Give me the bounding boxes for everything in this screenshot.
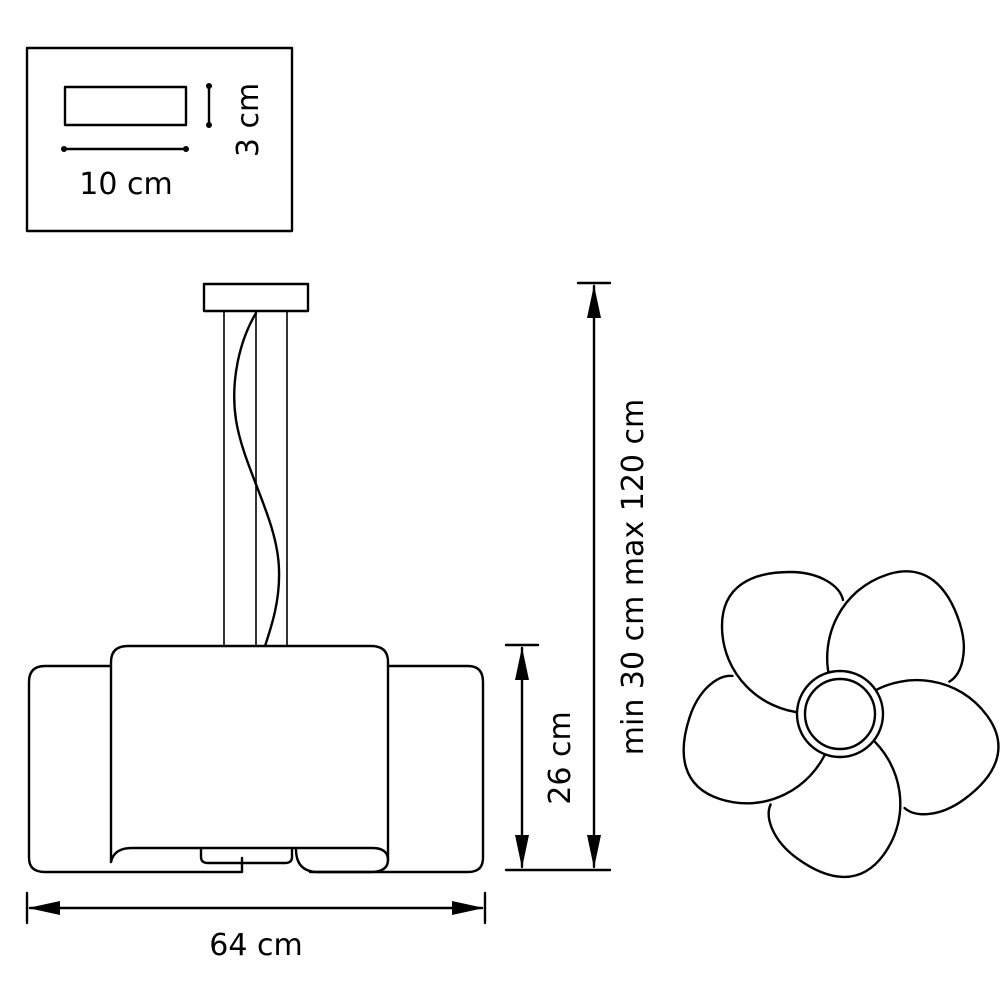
inset-height-label: 3 cm <box>231 83 266 157</box>
shade-bottom-tab <box>199 847 294 865</box>
shade-height-label: 26 cm <box>543 711 578 804</box>
inset-height-dot-bottom <box>206 122 212 128</box>
petal-3 <box>868 678 1000 816</box>
suspension-length-label: min 30 cm max 120 cm <box>616 399 651 755</box>
shade-right-back <box>308 664 485 874</box>
shade-right-curl <box>294 846 390 874</box>
suspension-arrow-bottom <box>587 835 601 868</box>
width-arrow-right <box>452 901 484 915</box>
shade-element-rect <box>63 85 188 127</box>
shade-left-back <box>27 664 244 874</box>
petal-5 <box>682 674 830 805</box>
ceiling-canopy <box>202 282 310 313</box>
shade-front-main <box>109 644 390 864</box>
width-arrow-left <box>28 901 60 915</box>
inset-width-dot-left <box>61 146 67 152</box>
width-dimension: 64 cm <box>25 891 487 963</box>
suspension-length-dimension: min 30 cm max 120 cm <box>576 281 651 869</box>
petal-2 <box>825 570 966 683</box>
width-label: 64 cm <box>209 928 302 963</box>
shade-height-arrow-top <box>515 647 529 680</box>
petal-1 <box>720 570 845 715</box>
inset-height-dot-top <box>206 83 212 89</box>
inset-width-dot-right <box>183 146 189 152</box>
inset-width-label: 10 cm <box>79 167 172 202</box>
shade-element-inset: 10 cm 3 cm <box>25 46 294 233</box>
front-elevation <box>27 282 485 874</box>
top-view <box>682 570 1000 879</box>
hub-inner-ring <box>803 677 877 751</box>
suspension-arrow-top <box>587 285 601 318</box>
shade-height-dimension: 26 cm <box>504 643 612 872</box>
inset-frame <box>25 46 294 233</box>
shade-front-bottom-edge <box>109 846 298 864</box>
shade-height-arrow-bottom <box>515 835 529 868</box>
petal-4 <box>767 734 902 879</box>
power-cable <box>233 311 281 648</box>
